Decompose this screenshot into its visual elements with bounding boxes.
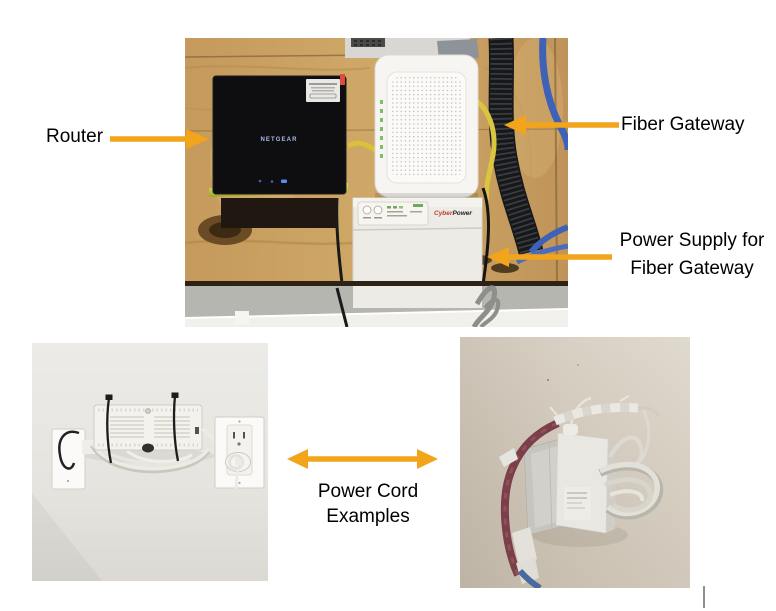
- ups-control-panel: [357, 201, 429, 226]
- power-supply-arrow-left-icon[interactable]: [486, 246, 612, 268]
- router-leds: [258, 179, 287, 183]
- wall-and-shelf: [185, 281, 568, 327]
- power-cord-left-illustration: [32, 343, 268, 581]
- gray-cord-coil: [471, 285, 501, 327]
- power-supply-label-line2: Fiber Gateway: [630, 258, 754, 279]
- blue-cable: [517, 568, 542, 588]
- power-cord-label-line2: Examples: [326, 506, 410, 527]
- power-cord-example-left-photo[interactable]: [32, 343, 268, 581]
- plug-in-outlet: [225, 452, 251, 490]
- red-sticker: [340, 74, 345, 85]
- white-tape-wraps: [499, 395, 661, 584]
- fiber-gateway-label-text: Fiber Gateway: [621, 114, 745, 135]
- cord-coil: [598, 435, 664, 520]
- power-cord-label[interactable]: Power Cord Examples: [303, 479, 433, 529]
- router-label-text: Router: [46, 126, 104, 147]
- text-cursor-caret: [703, 586, 705, 608]
- router-brand-text: NETGEAR: [260, 137, 297, 143]
- adapter-label: [564, 487, 591, 520]
- gateway-leds: [380, 100, 383, 158]
- equipment-board-photo[interactable]: NETGEAR: [185, 38, 568, 327]
- power-adapter: [555, 424, 617, 534]
- fiber-gateway-arrow-left-icon[interactable]: [503, 114, 619, 136]
- cable-conduit: [488, 38, 544, 256]
- blank-wall-plate: [51, 428, 86, 490]
- router-arrow-right-icon[interactable]: [110, 128, 210, 150]
- equipment-board-illustration: NETGEAR: [185, 38, 568, 327]
- fiber-gateway-label[interactable]: Fiber Gateway: [621, 112, 745, 138]
- power-cord-example-right-photo[interactable]: [460, 337, 690, 588]
- power-supply-label[interactable]: Power Supply for Fiber Gateway: [609, 227, 775, 283]
- power-cord-label-line1: Power Cord: [317, 481, 419, 502]
- router-label[interactable]: Router: [46, 124, 103, 150]
- power-cord-right-illustration: [460, 337, 690, 588]
- black-cable-loop: [58, 430, 80, 470]
- power-supply-label-line1: Power Supply for: [619, 230, 765, 251]
- adapter-cord: [569, 396, 592, 426]
- wall-outlet: [214, 416, 265, 490]
- power-brick: [93, 404, 203, 453]
- router-device: NETGEAR: [209, 74, 349, 327]
- ups-brand-text: CyberPower: [434, 210, 472, 217]
- fiber-gateway-device: [374, 54, 479, 198]
- power-cord-double-arrow-icon[interactable]: [286, 448, 439, 470]
- zip-ties: [105, 392, 180, 464]
- maroon-cable: [500, 419, 560, 577]
- cord-bundle: [89, 442, 211, 474]
